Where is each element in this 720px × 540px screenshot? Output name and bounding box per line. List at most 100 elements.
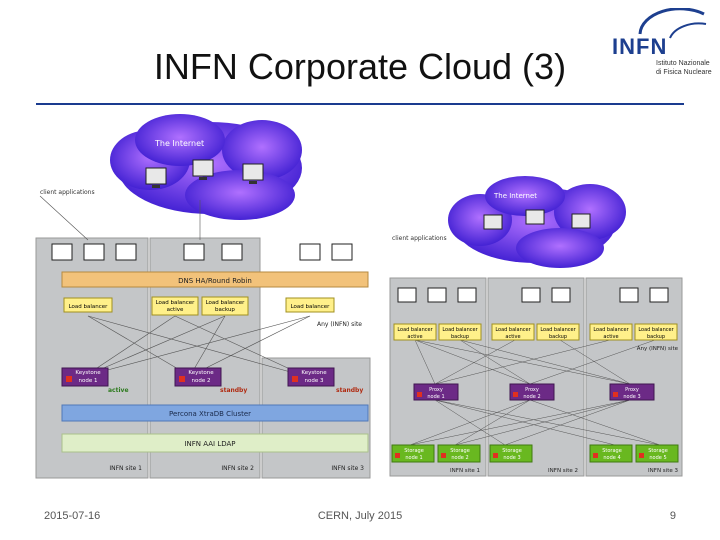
lb-label: Load balancer — [291, 304, 331, 310]
keystone-node-2 — [174, 367, 222, 387]
proxy-node-1 — [413, 383, 459, 401]
monitor-icon — [221, 243, 243, 261]
load-balancer-box — [63, 297, 113, 313]
rlb-backup-1-line2: backup — [451, 334, 469, 340]
keystone-3-line2: node 3 — [305, 378, 324, 384]
storage-4-line1: Storage — [602, 448, 622, 454]
keystone-1-status: active — [108, 387, 129, 394]
keystone-2-line1: Keystone — [188, 370, 214, 376]
keystone-2-line2: node 2 — [192, 378, 211, 384]
lb-active-line2: active — [167, 307, 184, 313]
load-balancer-box — [285, 297, 335, 313]
any-site-label-left: Any (INFN) site — [317, 321, 362, 328]
proxy-node-3 — [609, 383, 655, 401]
node-marker-icon — [179, 376, 185, 382]
storage-5-line2: node 5 — [649, 455, 666, 461]
rlb-active-2 — [491, 323, 535, 341]
monitor-icon — [192, 159, 214, 180]
footer-center: CERN, July 2015 — [317, 510, 403, 522]
storage-1-line1: Storage — [404, 448, 424, 454]
proxy-3-line2: node 3 — [623, 394, 640, 400]
rlb-active-1 — [393, 323, 437, 341]
connection-lines-left — [39, 195, 311, 377]
node-marker-icon — [417, 392, 422, 397]
storage-node-2 — [437, 444, 481, 463]
monitor-icon — [619, 287, 639, 303]
rlb-active-3-line2: active — [603, 334, 618, 340]
footer-date: 2015-07-16 — [44, 510, 101, 522]
left-site-2-label: INFN site 2 — [221, 465, 254, 472]
rlb-backup-2-line2: backup — [549, 334, 567, 340]
rlb-backup-3-line1: Load balancer — [638, 327, 674, 333]
right-site-2-label: INFN site 2 — [548, 468, 578, 474]
node-marker-icon — [639, 453, 644, 458]
node-marker-icon — [292, 376, 298, 382]
monitor-icon — [51, 243, 73, 261]
monitor-icon — [427, 287, 447, 303]
load-balancer-backup-box — [201, 296, 249, 316]
keystone-node-3 — [287, 367, 335, 387]
monitor-icon — [115, 243, 137, 261]
internet-label-right: The Internet — [493, 192, 537, 200]
monitor-icon — [551, 287, 571, 303]
monitor-icon — [331, 243, 353, 261]
storage-node-5 — [635, 444, 679, 463]
rlb-active-2-line2: active — [505, 334, 520, 340]
percona-label: Percona XtraDB Cluster — [169, 410, 251, 418]
percona-bar — [61, 404, 369, 422]
storage-2-line1: Storage — [450, 448, 470, 454]
storage-5-line1: Storage — [648, 448, 668, 454]
lb-backup-line1: Load balancer — [206, 300, 246, 306]
node-marker-icon — [493, 453, 498, 458]
storage-1-line2: node 1 — [405, 455, 422, 461]
storage-2-line2: node 2 — [451, 455, 468, 461]
right-site-panel-1 — [389, 277, 487, 477]
lb-active-line1: Load balancer — [156, 300, 196, 306]
proxy-1-line1: Proxy — [429, 387, 443, 393]
monitor-icon — [83, 243, 105, 261]
rlb-backup-1 — [438, 323, 482, 341]
proxy-1-line2: node 1 — [427, 394, 444, 400]
keystone-3-status: standby — [336, 387, 363, 394]
node-marker-icon — [513, 392, 518, 397]
proxy-2-line1: Proxy — [525, 387, 539, 393]
rlb-backup-3 — [634, 323, 678, 341]
monitor-icon — [483, 214, 503, 230]
keystone-2-status: standby — [220, 387, 247, 394]
logo-line-1: Istituto Nazionale — [656, 60, 710, 67]
storage-3-line1: Storage — [502, 448, 522, 454]
node-marker-icon — [593, 453, 598, 458]
lb-label: Load balancer — [69, 304, 109, 310]
any-site-label-right: Any (INFN) site — [637, 346, 679, 352]
proxy-node-2 — [509, 383, 555, 401]
dns-label: DNS HA/Round Robin — [178, 277, 252, 285]
monitor-icon — [525, 209, 545, 225]
storage-3-line2: node 3 — [503, 455, 520, 461]
storage-4-line2: node 4 — [603, 455, 620, 461]
rlb-active-3 — [589, 323, 633, 341]
left-site-3-label: INFN site 3 — [331, 465, 364, 472]
monitor-icon — [397, 287, 417, 303]
monitor-icon — [299, 243, 321, 261]
monitor-icon — [183, 243, 205, 261]
rlb-backup-2 — [536, 323, 580, 341]
logo-wordmark: INFN — [612, 34, 668, 59]
storage-node-1 — [391, 444, 435, 463]
rlb-backup-3-line2: backup — [647, 334, 665, 340]
keystone-1-line2: node 1 — [79, 378, 98, 384]
slide-title: INFN Corporate Cloud (3) — [153, 46, 567, 87]
infn-logo: INFN Istituto Nazionale di Fisica Nuclea… — [604, 7, 716, 78]
node-marker-icon — [395, 453, 400, 458]
keystone-3-line1: Keystone — [301, 370, 327, 376]
keystone-1-line1: Keystone — [75, 370, 101, 376]
left-site-1-label: INFN site 1 — [109, 465, 142, 472]
monitor-icon — [521, 287, 541, 303]
footer-page-number: 9 — [669, 510, 676, 522]
rlb-active-3-line1: Load balancer — [593, 327, 629, 333]
right-site-panel-2 — [487, 277, 585, 477]
logo-line-2: di Fisica Nucleare — [656, 69, 712, 76]
ldap-label: INFN AAI LDAP — [184, 440, 235, 448]
rlb-active-1-line2: active — [407, 334, 422, 340]
lb-backup-line2: backup — [215, 307, 235, 313]
